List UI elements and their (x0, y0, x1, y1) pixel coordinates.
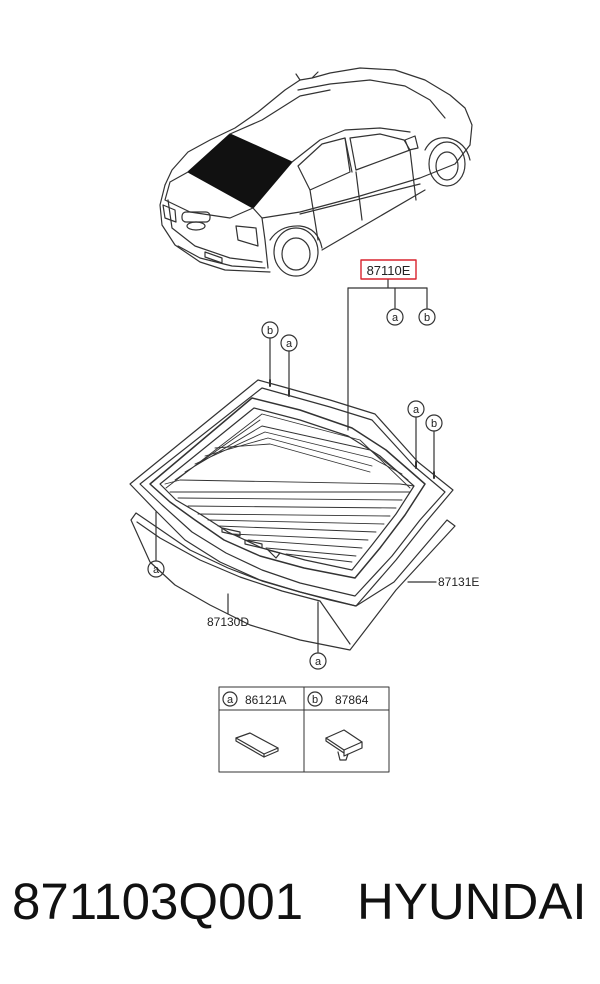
callout-a-top: a (286, 338, 293, 350)
glass-callouts: b a a b a a (147, 321, 443, 670)
callout-a-main: a (392, 312, 399, 324)
footer-part-number: 871103Q001 (12, 873, 304, 930)
part-labels: 87131E 87130D (207, 575, 479, 629)
glass-outer (129, 379, 454, 607)
legend-part-a: 86121A (245, 693, 286, 707)
legend-part-b: 87864 (335, 693, 369, 707)
main-part-callout: 87110E a b (347, 259, 436, 431)
main-part-label-box (360, 259, 417, 280)
callout-b-top: b (267, 325, 273, 337)
clip-a-icon (235, 732, 279, 758)
footer: 871103Q001 HYUNDAI (0, 872, 600, 952)
part-label-87131e: 87131E (438, 575, 479, 589)
callout-a-bottom: a (315, 656, 322, 668)
legend-letter-b: b (312, 694, 318, 706)
legend-table: a 86121A b 87864 (218, 686, 390, 773)
callout-b-main: b (424, 312, 430, 324)
rear-glass-assembly (129, 379, 456, 651)
dam-strip (130, 512, 456, 651)
defroster-lines (164, 413, 415, 563)
callout-a-right: a (413, 404, 420, 416)
part-label-87130d: 87130D (207, 615, 249, 629)
main-part-label: 87110E (367, 263, 411, 278)
footer-brand: HYUNDAI (357, 873, 587, 930)
clip-b-icon (325, 729, 363, 761)
legend-letter-a: a (227, 694, 234, 706)
car-illustration (159, 67, 473, 277)
callout-b-right: b (431, 418, 437, 430)
callout-a-left: a (153, 564, 160, 576)
